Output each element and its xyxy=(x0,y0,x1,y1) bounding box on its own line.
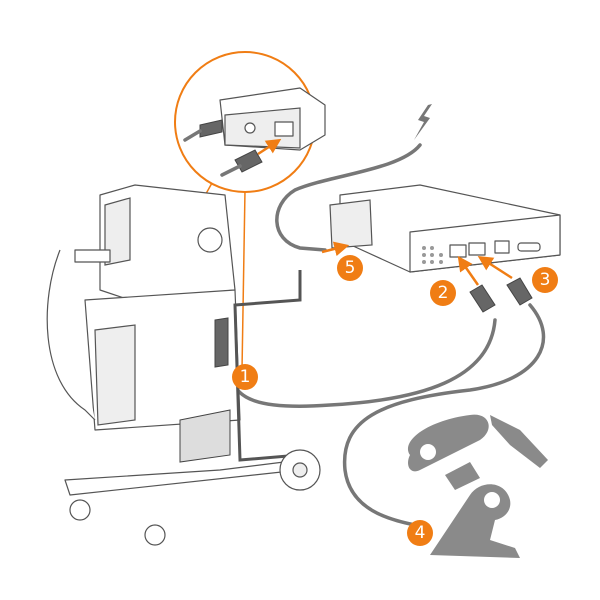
svg-text:4: 4 xyxy=(415,523,426,543)
badge-2: 2 xyxy=(430,280,456,306)
welding-machine xyxy=(46,184,241,463)
badge-4: 4 xyxy=(407,520,433,546)
cart xyxy=(64,270,321,546)
cable-1-2 xyxy=(230,318,497,408)
svg-text:3: 3 xyxy=(540,270,551,290)
cable-3-4 xyxy=(342,303,546,527)
svg-text:5: 5 xyxy=(345,258,356,278)
badge-3: 3 xyxy=(532,267,558,293)
badge-1: 1 xyxy=(232,364,258,390)
svg-text:1: 1 xyxy=(240,367,251,387)
lightning-icon xyxy=(414,104,432,140)
robot-arm xyxy=(408,414,548,558)
svg-text:2: 2 xyxy=(438,283,449,303)
power-cable xyxy=(275,143,422,252)
zoom-callout xyxy=(174,51,326,371)
badge-5: 5 xyxy=(337,255,363,281)
cables xyxy=(230,143,546,527)
network-gateway xyxy=(321,184,561,313)
